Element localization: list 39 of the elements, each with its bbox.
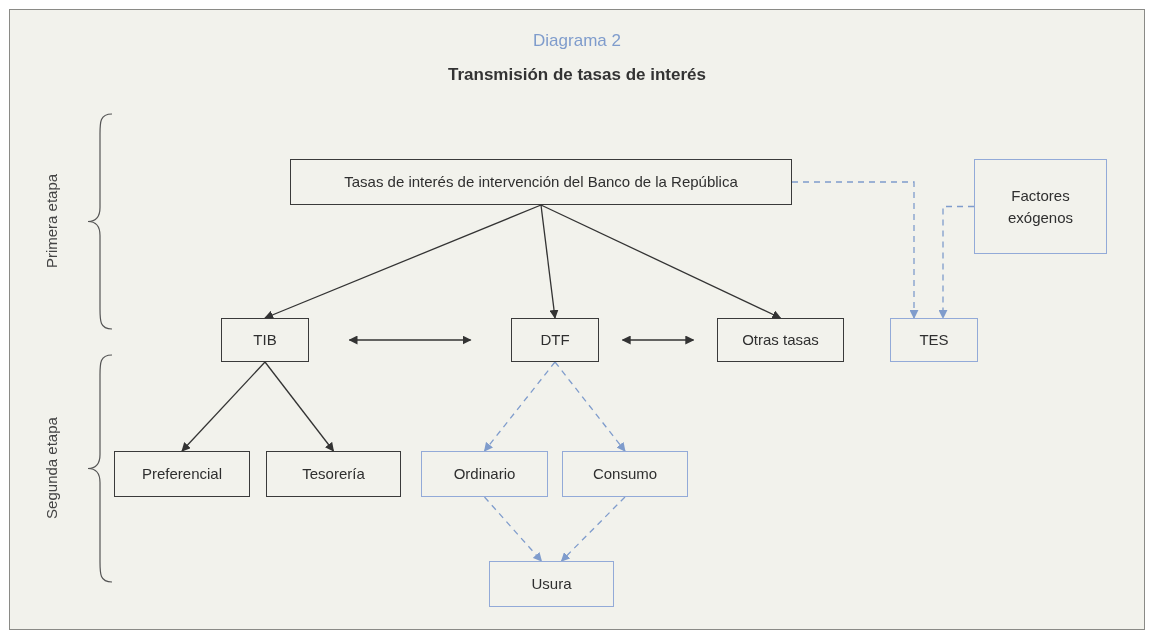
box-label: Consumo xyxy=(592,464,658,485)
process-box xyxy=(562,451,688,497)
arrow xyxy=(791,181,919,319)
arrow xyxy=(264,361,335,452)
stage-label: Segunda etapa xyxy=(42,417,60,519)
box-label: Tesorería xyxy=(302,464,365,485)
arrow xyxy=(540,204,782,319)
arrow xyxy=(938,205,975,319)
process-box xyxy=(266,451,401,497)
arrow xyxy=(264,204,542,320)
box-label: Tasas de interés de intervención del Banco de la República xyxy=(344,172,738,193)
box-label: TIB xyxy=(253,330,277,351)
arrow xyxy=(554,361,626,452)
box-label: DTF xyxy=(540,330,570,351)
arrow xyxy=(181,361,266,452)
process-box xyxy=(489,561,614,607)
box-label: Preferencial xyxy=(141,464,222,485)
box-label: Otras tasas xyxy=(742,330,819,351)
box-label: TES xyxy=(919,330,949,351)
process-box xyxy=(421,451,548,497)
process-box xyxy=(717,318,844,362)
stage-label: Primera etapa xyxy=(42,173,60,269)
diagram-title: Transmisión de tasas de interés xyxy=(447,65,707,85)
process-box xyxy=(114,451,250,497)
process-box xyxy=(511,318,599,362)
process-box xyxy=(221,318,309,362)
process-box xyxy=(974,159,1107,254)
box-label: Ordinario xyxy=(453,464,516,485)
arrow xyxy=(483,496,543,562)
diagram-number: Diagrama 2 xyxy=(532,31,622,51)
arrow xyxy=(621,335,695,345)
box-label: Usura xyxy=(531,574,572,595)
process-box xyxy=(890,318,978,362)
arrow xyxy=(348,335,472,345)
arrow xyxy=(483,361,556,452)
arrow xyxy=(560,496,626,562)
box-label: Factores exógenos xyxy=(1006,185,1075,228)
arrow xyxy=(540,204,559,319)
process-box xyxy=(290,159,792,205)
